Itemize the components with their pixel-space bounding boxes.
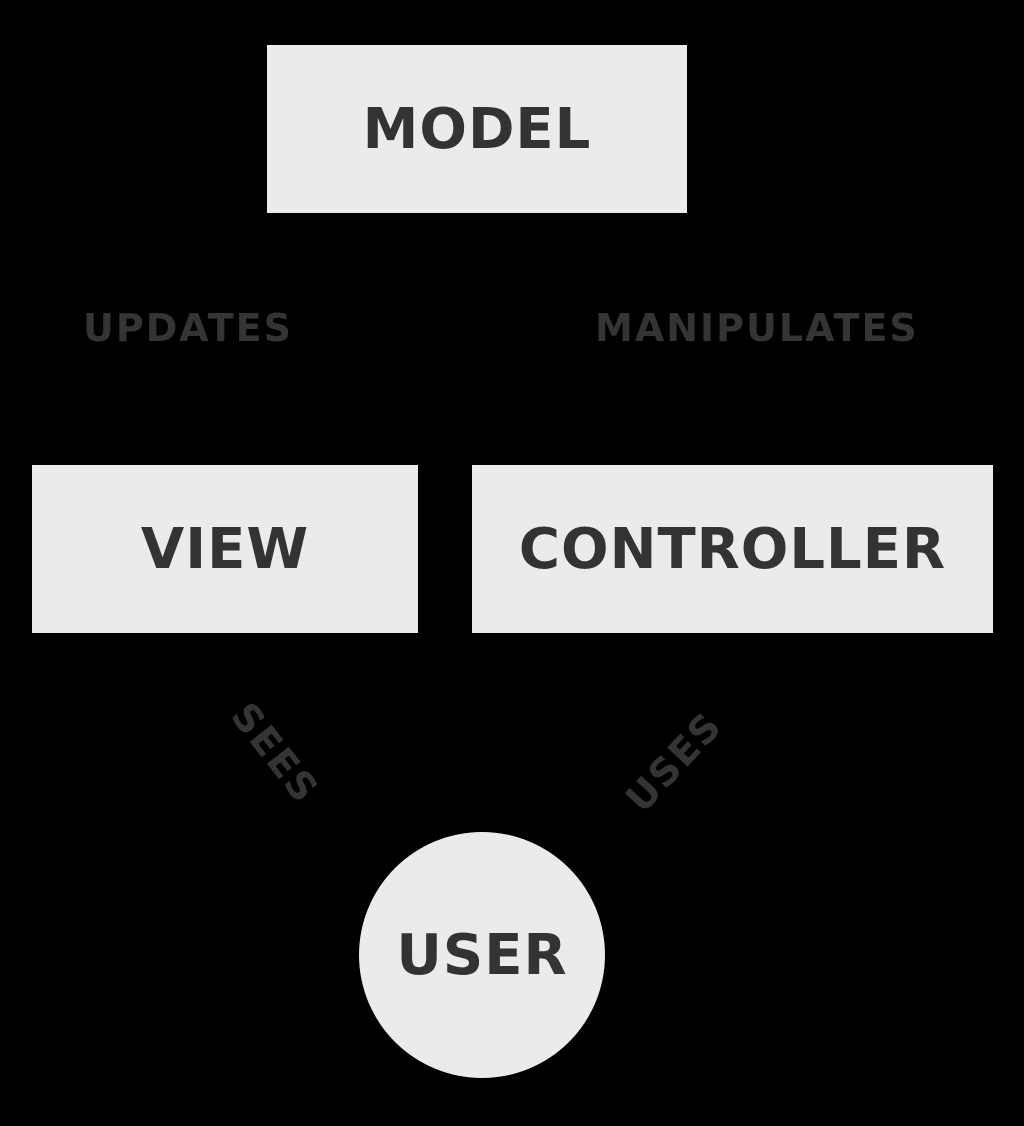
edge-label-manipulates: MANIPULATES bbox=[595, 306, 919, 350]
node-user: USER bbox=[359, 832, 605, 1078]
node-model: MODEL bbox=[267, 45, 687, 213]
node-controller: CONTROLLER bbox=[472, 465, 993, 633]
node-user-label: USER bbox=[396, 922, 568, 988]
node-view-label: VIEW bbox=[140, 516, 310, 582]
edge-label-updates: UPDATES bbox=[83, 306, 293, 350]
edge-label-sees: SEES bbox=[222, 694, 328, 812]
node-controller-label: CONTROLLER bbox=[518, 516, 947, 582]
node-view: VIEW bbox=[32, 465, 418, 633]
edge-label-uses: USES bbox=[617, 703, 731, 821]
node-model-label: MODEL bbox=[362, 96, 592, 162]
